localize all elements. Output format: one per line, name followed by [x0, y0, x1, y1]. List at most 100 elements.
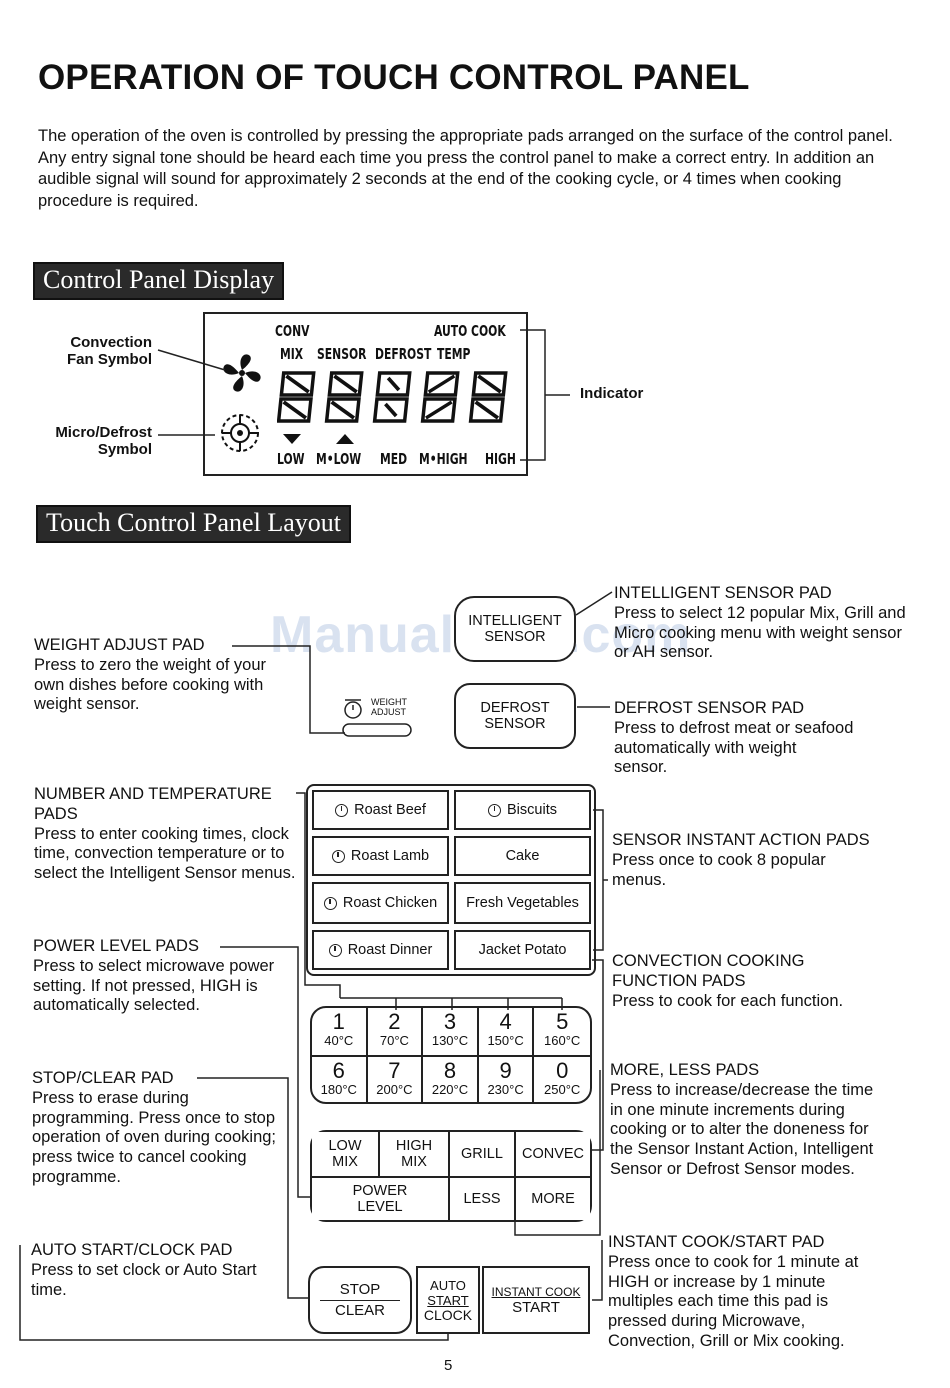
- number-digit: 7: [388, 1058, 401, 1083]
- cake-label: Cake: [505, 848, 540, 864]
- power-level-pad[interactable]: POWER LEVEL: [312, 1178, 450, 1220]
- number-temperature: 70°C: [379, 1033, 409, 1048]
- weight-adjust-pad[interactable]: [341, 696, 413, 740]
- fan-icon: [223, 354, 261, 392]
- number-digit: 0: [556, 1058, 569, 1083]
- instant-cook-label: INSTANT COOK: [491, 1285, 581, 1299]
- note-defrost-sensor: DEFROST SENSOR PAD Press to defrost meat…: [614, 699, 854, 778]
- high-mix-pad[interactable]: HIGH MIX: [380, 1132, 450, 1178]
- lcd-level-mlow: M•LOW: [316, 450, 362, 468]
- intelligent-sensor-pad[interactable]: INTELLIGENT SENSOR: [454, 596, 576, 662]
- jacket-potato-label: Jacket Potato: [478, 942, 567, 958]
- biscuits-pad[interactable]: Biscuits: [454, 790, 591, 830]
- note-weight-adjust: WEIGHT ADJUST PAD Press to zero the weig…: [34, 636, 284, 715]
- note-weight-adjust-body: Press to zero the weight of your own dis…: [34, 655, 267, 714]
- number-digit: 2: [388, 1009, 401, 1034]
- note-intelligent-sensor-body: Press to select 12 popular Mix, Grill an…: [614, 603, 906, 662]
- start-label: START: [427, 1292, 469, 1308]
- roast-lamb-pad[interactable]: Roast Lamb: [312, 836, 449, 876]
- note-power-level-body: Press to select microwave power setting.…: [33, 956, 275, 1015]
- number-digit: 6: [332, 1058, 345, 1083]
- clear-label: CLEAR: [334, 1301, 386, 1319]
- note-instant-cook-body: Press once to cook for 1 minute at HIGH …: [608, 1252, 859, 1350]
- level-arrows: [283, 434, 354, 444]
- note-number-temp-head: NUMBER AND TEMPERATURE PADS: [34, 785, 272, 823]
- auto-start-clock-pad[interactable]: AUTO START CLOCK: [416, 1266, 480, 1334]
- fresh-vegetables-pad[interactable]: Fresh Vegetables: [454, 882, 591, 924]
- number-digit: 3: [443, 1009, 457, 1034]
- note-defrost-sensor-body: Press to defrost meat or seafood automat…: [614, 718, 854, 777]
- convec-pad[interactable]: CONVEC: [516, 1132, 590, 1178]
- lcd-auto-cook: AUTO COOK: [434, 322, 506, 340]
- instant-cook-start-pad[interactable]: INSTANT COOK START: [482, 1266, 590, 1334]
- auto-label: AUTO: [430, 1277, 466, 1293]
- jacket-potato-pad[interactable]: Jacket Potato: [454, 930, 591, 970]
- intro-text: The operation of the oven is controlled …: [38, 126, 898, 212]
- roast-lamb-label: Roast Lamb: [350, 848, 430, 864]
- note-power-level: POWER LEVEL PADS Press to select microwa…: [33, 937, 283, 1016]
- low-mix-pad[interactable]: LOW MIX: [312, 1132, 380, 1178]
- roast-chicken-pad[interactable]: Roast Chicken: [312, 882, 449, 924]
- note-more-less-body: Press to increase/decrease the time in o…: [610, 1080, 874, 1178]
- number-pad-divider: [312, 1055, 590, 1057]
- number-temperature: 150°C: [487, 1033, 524, 1048]
- more-pad[interactable]: MORE: [516, 1178, 590, 1220]
- note-intelligent-sensor: INTELLIGENT SENSOR PAD Press to select 1…: [614, 584, 910, 663]
- note-more-less-head: MORE, LESS PADS: [610, 1061, 760, 1079]
- roast-dinner-pad[interactable]: Roast Dinner: [312, 930, 449, 970]
- roast-beef-pad[interactable]: Roast Beef: [312, 790, 449, 830]
- intro-paragraph-1: The operation of the oven is controlled …: [38, 127, 893, 145]
- stop-clear-divider: [320, 1299, 400, 1301]
- note-intelligent-sensor-head: INTELLIGENT SENSOR PAD: [614, 584, 832, 602]
- lcd-level-med: MED: [380, 450, 408, 468]
- clock-icon: [323, 896, 337, 910]
- grill-pad[interactable]: GRILL: [450, 1132, 516, 1178]
- defrost-sensor-pad[interactable]: DEFROST SENSOR: [454, 683, 576, 749]
- instant-start-label: START: [512, 1299, 560, 1316]
- lcd-conv: CONV: [275, 322, 310, 340]
- lcd-defrost: DEFROST: [375, 345, 432, 363]
- cake-pad[interactable]: Cake: [454, 836, 591, 876]
- note-auto-start: AUTO START/CLOCK PAD Press to set clock …: [31, 1241, 281, 1300]
- note-number-temp-body: Press to enter cooking times, clock time…: [34, 824, 296, 883]
- weight-adjust-label: WEIGHT ADJUST: [371, 697, 407, 717]
- lcd-sensor: SENSOR: [317, 345, 367, 363]
- number-digit: 8: [443, 1058, 457, 1083]
- intro-paragraph-2: Any entry signal tone should be heard ea…: [38, 148, 875, 210]
- note-weight-adjust-head: WEIGHT ADJUST PAD: [34, 636, 205, 654]
- number-digit: 4: [499, 1009, 512, 1034]
- biscuits-label: Biscuits: [507, 802, 557, 818]
- clock-icon: [328, 943, 342, 957]
- note-stop-clear-body: Press to erase during programming. Press…: [32, 1088, 277, 1186]
- note-more-less: MORE, LESS PADS Press to increase/decrea…: [610, 1061, 885, 1180]
- note-number-temp: NUMBER AND TEMPERATURE PADS Press to ent…: [34, 785, 296, 884]
- number-temperature: 200°C: [376, 1082, 413, 1097]
- micro-defrost-label: Micro/Defrost Symbol: [55, 424, 152, 458]
- note-sensor-instant-head: SENSOR INSTANT ACTION PADS: [612, 831, 870, 849]
- note-convection: CONVECTION COOKING FUNCTION PADS Press t…: [612, 952, 862, 1011]
- page-number: 5: [444, 1357, 453, 1374]
- number-temperature: 230°C: [487, 1082, 524, 1097]
- less-pad[interactable]: LESS: [450, 1178, 516, 1220]
- mode-pad-frame: [310, 1130, 592, 1222]
- note-sensor-instant: SENSOR INSTANT ACTION PADS Press once to…: [612, 831, 872, 890]
- stop-clear-pad[interactable]: STOP CLEAR: [308, 1266, 412, 1334]
- lcd-level-mhigh: M•HIGH: [419, 450, 468, 468]
- roast-dinner-label: Roast Dinner: [347, 942, 433, 958]
- number-temperature: 220°C: [431, 1082, 469, 1097]
- note-power-level-head: POWER LEVEL PADS: [33, 937, 199, 955]
- clock-icon: [331, 849, 345, 863]
- note-sensor-instant-body: Press once to cook 8 popular menus.: [612, 850, 826, 889]
- clock-icon: [335, 803, 349, 817]
